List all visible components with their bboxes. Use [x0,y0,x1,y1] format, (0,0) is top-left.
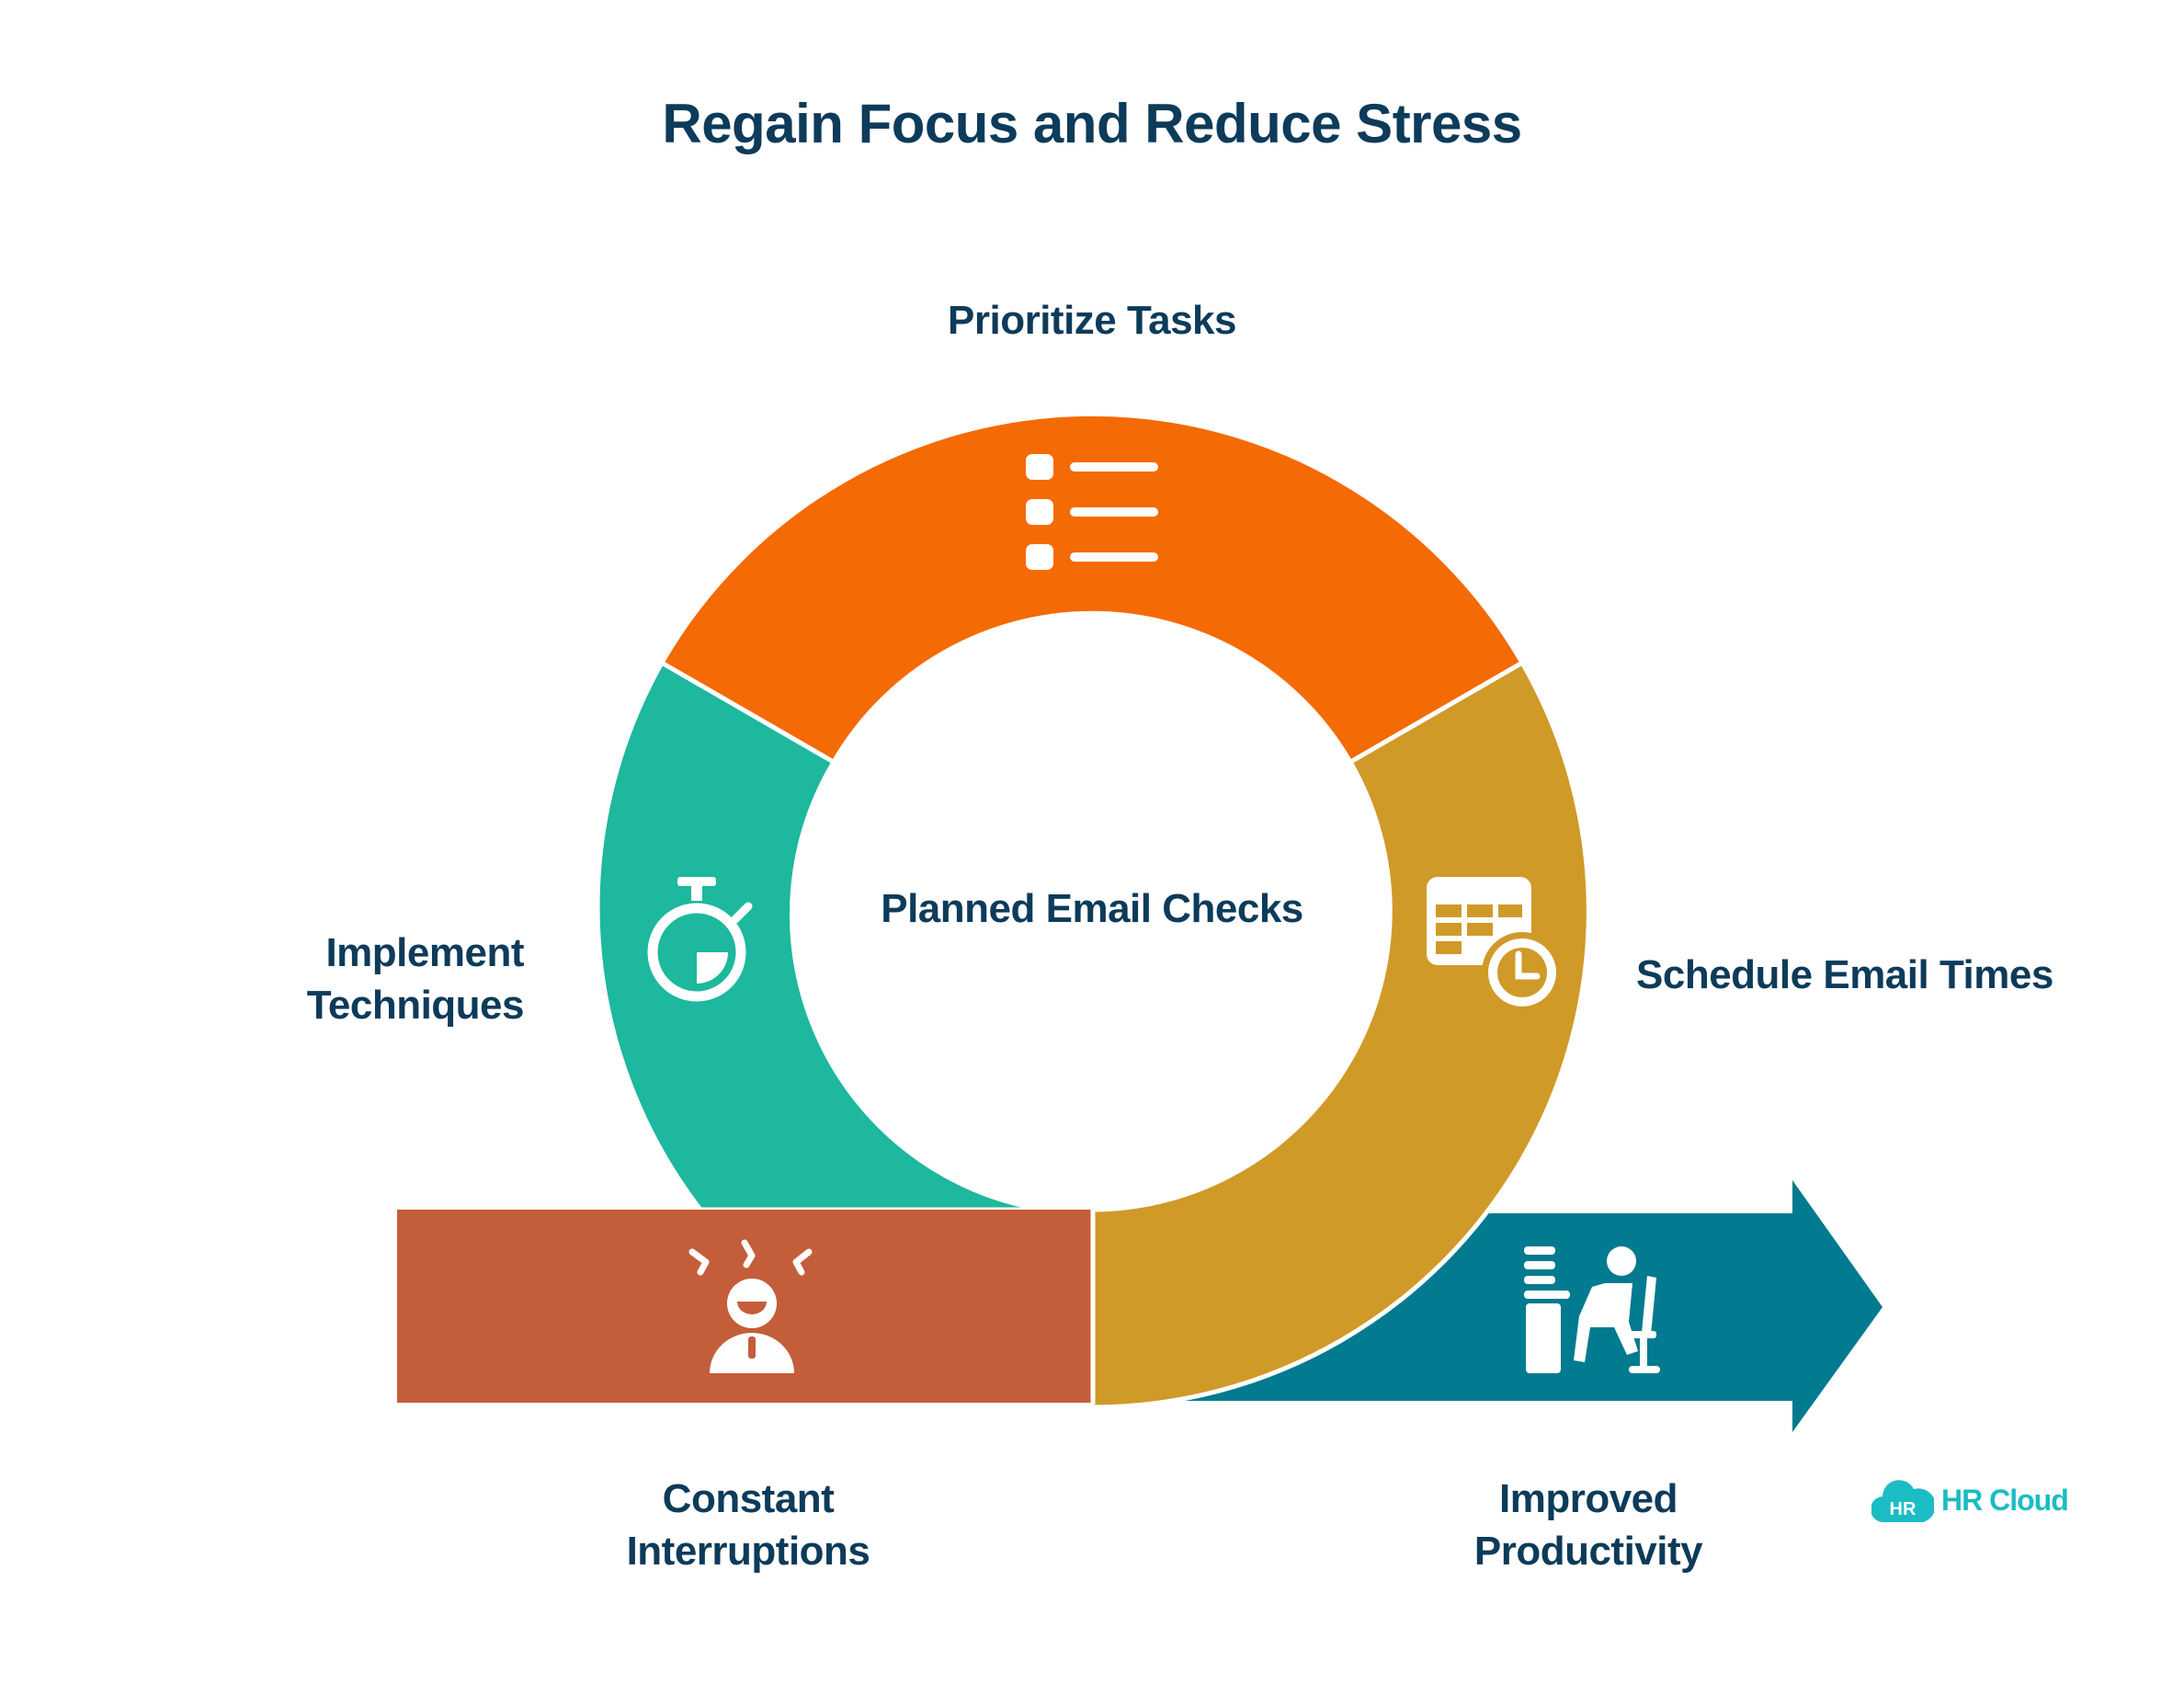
calendar-clock-icon [1427,877,1563,1013]
page-title: Regain Focus and Reduce Stress [662,93,1522,154]
cloud-icon: HR [1871,1480,1934,1523]
logo-text: HR Cloud [1941,1483,2069,1517]
step-label-schedule: Schedule Email Times [1636,952,2053,997]
stopwatch-icon [647,877,753,1002]
center-label: Planned Email Checks [881,886,1303,931]
logo-badge: HR [1890,1499,1917,1519]
segment-schedule [1089,659,1591,1410]
checklist-icon [1026,454,1158,570]
step-label-prioritize: Prioritize Tasks [948,298,1237,343]
segment-implement [595,659,1045,1212]
center-circle [796,614,1388,1206]
stressed-person-icon [688,1239,813,1373]
segment-prioritize [658,411,1526,766]
person-at-desk-icon [1524,1246,1660,1373]
hr-cloud-logo: HR HR Cloud [1871,1476,2069,1524]
